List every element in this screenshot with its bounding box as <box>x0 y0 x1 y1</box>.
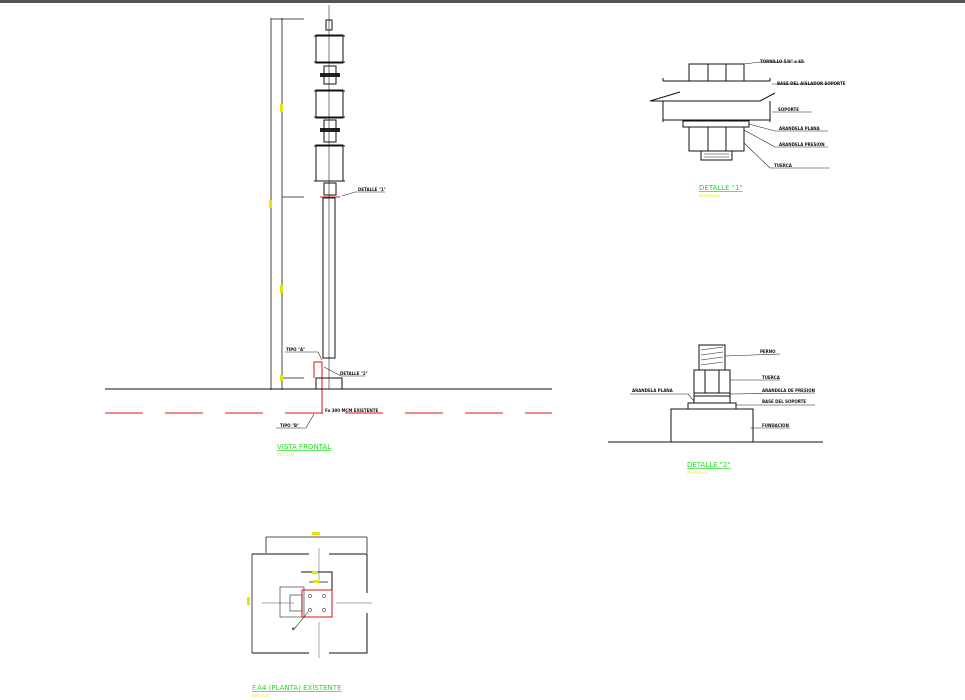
cable-riser <box>313 361 323 413</box>
d1-label-4: ARANDELA PRESION <box>779 142 825 147</box>
label-detail2: DETALLE "2" <box>340 371 368 376</box>
d1-label-3: ARANDELA PLANA <box>779 126 821 131</box>
d2-label-0: PERNO <box>760 349 776 354</box>
d1-label-5: TUERCA <box>774 163 793 168</box>
detail-1: TORNILLO 5/8" x 65 BASE DEL AISLADOR SOP… <box>649 59 846 198</box>
luminaire-2 <box>314 89 345 119</box>
front-view-scale: ESC. 1/50 <box>277 453 294 457</box>
d2-label-2: ARANDELA DE PRESION <box>762 388 815 393</box>
front-view-title: VISTA FRONTAL <box>277 443 331 451</box>
d2-label-5: FUNDACION <box>762 423 789 428</box>
detail1-title: DETALLE "1" <box>699 184 743 192</box>
luminaire-1 <box>314 34 345 64</box>
d1-label-0: TORNILLO 5/8" x 65 <box>760 59 804 64</box>
d2-label-3: ARANDELA PLANA <box>632 388 674 393</box>
detail1-scale: SIN ESCALA <box>699 194 720 198</box>
plan-view: ø F.A4 (PLANTA) EXISTENTE ESC. 1:20 <box>247 532 372 698</box>
detail2-title: DETALLE "2" <box>687 461 731 469</box>
label-detail1: DETALLE "1" <box>358 187 386 192</box>
plan-bolt-label: ø <box>292 626 295 631</box>
luminaire-3 <box>314 144 345 182</box>
pole-shaft <box>322 197 336 359</box>
detail2-scale: SIN ESCALA <box>687 471 708 475</box>
d2-label-1: TUERCA <box>762 375 781 380</box>
label-type-a: TIPO "A" <box>286 347 305 352</box>
plan-title: F.A4 (PLANTA) EXISTENTE <box>252 684 341 692</box>
label-cable: Fo 300 MCM EXISTENTE <box>325 408 378 413</box>
plan-scale: ESC. 1:20 <box>252 694 269 698</box>
front-view: DETALLE "1" DETALLE "2" TIPO "A" TIPO "B… <box>105 5 552 457</box>
d2-label-4: BASE DEL SOPORTE <box>762 399 806 404</box>
window-top-bar <box>0 0 965 3</box>
plate-outline <box>301 589 333 618</box>
d1-label-2: SOPORTE <box>778 107 799 112</box>
label-type-b: TIPO "B" <box>280 423 299 428</box>
d1-label-1: BASE DEL AISLADOR SOPORTE <box>777 81 846 86</box>
detail-2: PERNO TUERCA ARANDELA DE PRESION ARANDEL… <box>608 344 823 475</box>
